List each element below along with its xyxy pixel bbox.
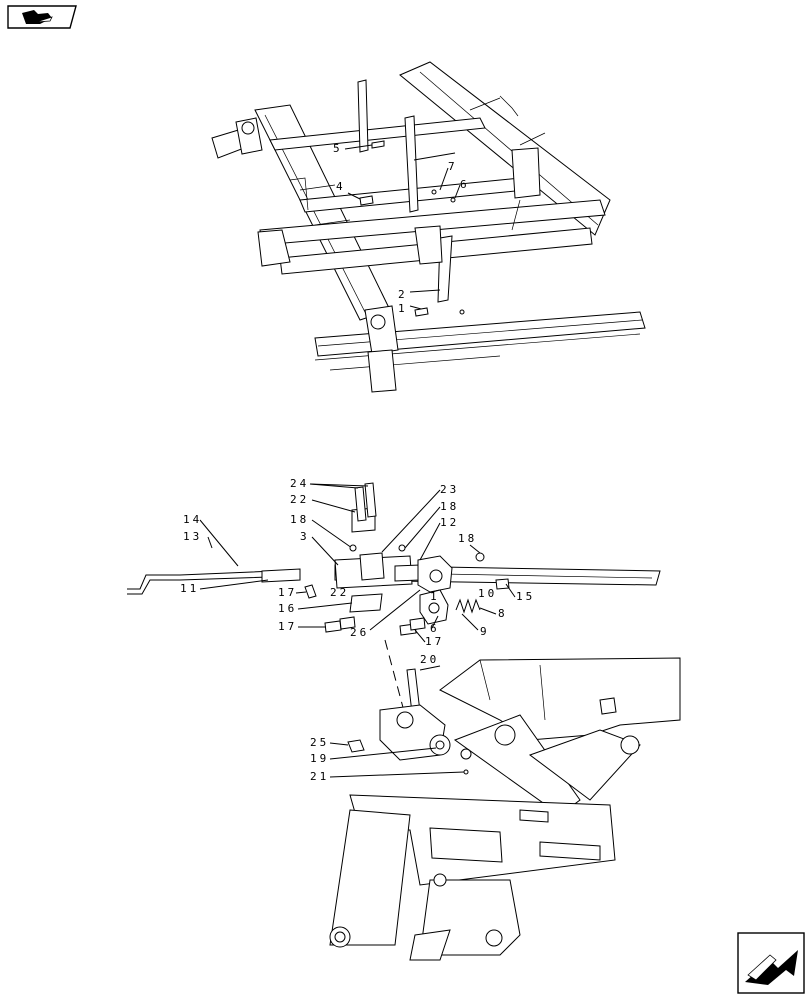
- callout-label: 17: [425, 635, 444, 648]
- callout-label: 4: [336, 180, 346, 193]
- callout-label: 10: [478, 587, 497, 600]
- lower-callouts: 24 22 18 3 23 18 12 18 14 13 11 17 16 17…: [180, 477, 535, 783]
- callout-label: 17: [278, 586, 297, 599]
- callout-label: 2: [398, 288, 408, 301]
- callout-label: 16: [278, 602, 297, 615]
- lower-assembly-drawing: [127, 482, 681, 961]
- upper-callouts: 5 4 7 6 2 1: [333, 140, 470, 317]
- callout-label: 5: [333, 142, 343, 155]
- callout-label: 14: [183, 513, 202, 526]
- callout-label: 22: [290, 493, 309, 506]
- callout-label: 11: [180, 582, 199, 595]
- book-arrow-icon[interactable]: [7, 5, 77, 29]
- callout-label: 26: [350, 626, 369, 639]
- callout-label: 23: [440, 483, 459, 496]
- callout-label: 6: [460, 178, 470, 191]
- callout-label: 8: [498, 607, 508, 620]
- next-page-arrow-icon[interactable]: [737, 932, 805, 994]
- callout-label: 9: [480, 625, 490, 638]
- callout-label: 18: [458, 532, 477, 545]
- callout-label: 19: [310, 752, 329, 765]
- callout-label: 3: [300, 530, 310, 543]
- callout-label: 22: [330, 586, 349, 599]
- upper-frame-drawing: [211, 61, 646, 393]
- callout-label: 12: [440, 516, 459, 529]
- callout-label: 13: [183, 530, 202, 543]
- callout-label: 15: [516, 590, 535, 603]
- callout-label: 7: [448, 160, 458, 173]
- callout-label: 21: [310, 770, 329, 783]
- callout-label: 1: [430, 590, 440, 603]
- callout-label: 1: [398, 302, 408, 315]
- callout-label: 20: [420, 653, 439, 666]
- callout-label: 24: [290, 477, 309, 490]
- callout-label: 18: [440, 500, 459, 513]
- callout-label: 6: [430, 622, 440, 635]
- callout-label: 18: [290, 513, 309, 526]
- callout-label: 17: [278, 620, 297, 633]
- callout-label: 25: [310, 736, 329, 749]
